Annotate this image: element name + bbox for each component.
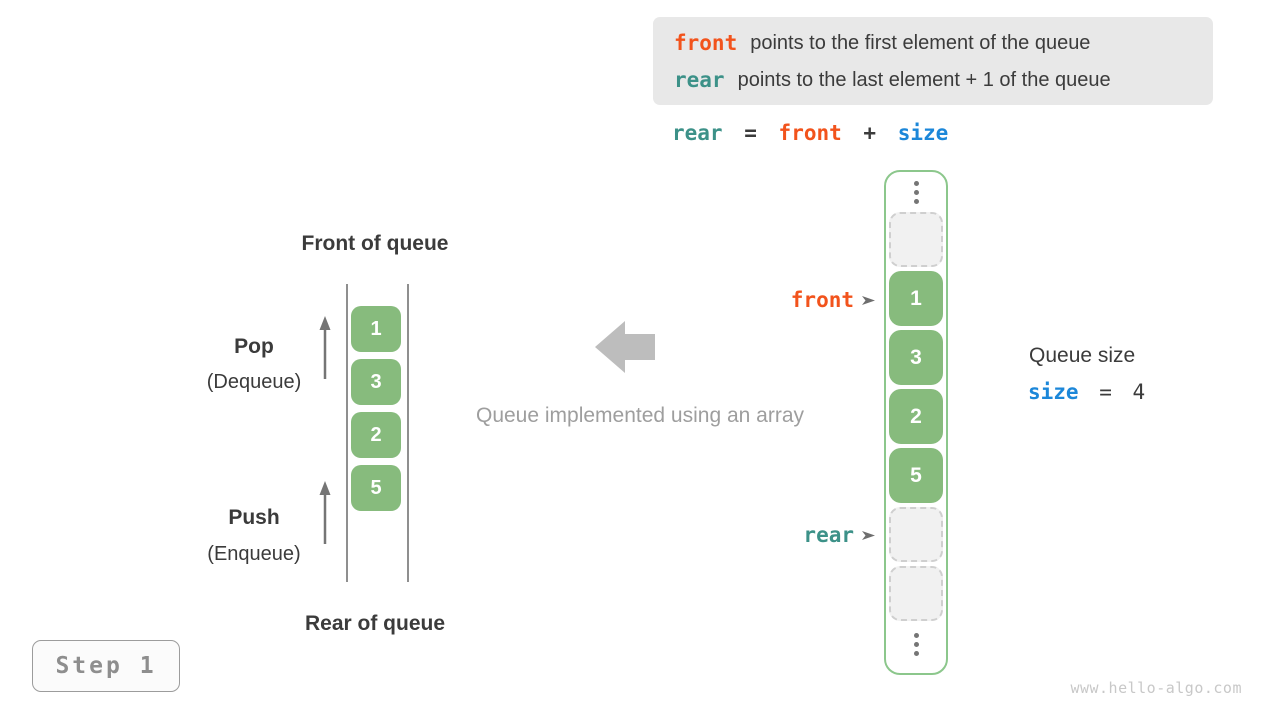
pop-sublabel: (Dequeue) [206,371,302,393]
ellipsis-top-icon [906,181,926,204]
rear-pointer-label: rear [803,523,854,547]
formula-plus: + [863,121,877,145]
array-cell: 3 [889,330,943,385]
queue-cell: 5 [351,465,401,511]
array-empty-cell [889,212,943,267]
queue-channel-left-line [346,284,348,582]
array-caption: Queue implemented using an array [475,404,805,427]
rear-of-queue-label: Rear of queue [304,612,446,635]
ellipsis-bottom-icon [906,633,926,656]
formula-equals: = [744,121,757,145]
size-code-label: size [1028,380,1079,404]
size-equals: = [1099,380,1112,404]
rear-pointer: rear [690,522,876,548]
queue-size-value: size = 4 [1028,380,1145,404]
array-cell: 5 [889,448,943,503]
rear-pointer-arrow-icon [862,530,875,540]
array-empty-cell [889,566,943,621]
legend-box: front points to the first element of the… [653,17,1213,105]
pop-label: Pop [234,335,274,358]
left-block-arrow-icon [595,321,655,373]
formula-size: size [897,121,949,145]
array-cell: 1 [889,271,943,326]
watermark: www.hello-algo.com [1070,679,1242,697]
formula-rear: rear [672,121,723,145]
pop-arrow-icon [319,316,331,379]
front-code-label: front [674,30,738,55]
array-cell: 2 [889,389,943,444]
legend-rear-text: points to the last element + 1 of the qu… [737,68,1111,91]
legend-line-front: front points to the first element of the… [674,29,1213,57]
legend-front-text: points to the first element of the queue [750,31,1091,54]
step-badge: Step 1 [32,640,180,692]
legend-line-rear: rear points to the last element + 1 of t… [674,66,1213,94]
queue-channel-right-line [407,284,409,582]
formula: rear = front + size [672,121,948,145]
push-arrow-icon [319,481,331,544]
queue-cell: 2 [351,412,401,458]
front-pointer: front [690,287,876,313]
push-label: Push [228,506,280,529]
push-sublabel: (Enqueue) [207,543,301,565]
front-pointer-label: front [790,288,854,312]
queue-cell: 1 [351,306,401,352]
queue-size-title: Queue size [1029,344,1136,367]
formula-front: front [778,121,842,145]
array-empty-cell [889,507,943,562]
queue-cell: 3 [351,359,401,405]
size-number: 4 [1132,380,1146,404]
front-of-queue-label: Front of queue [301,232,449,255]
rear-code-label: rear [674,67,725,92]
front-pointer-arrow-icon [862,295,875,305]
